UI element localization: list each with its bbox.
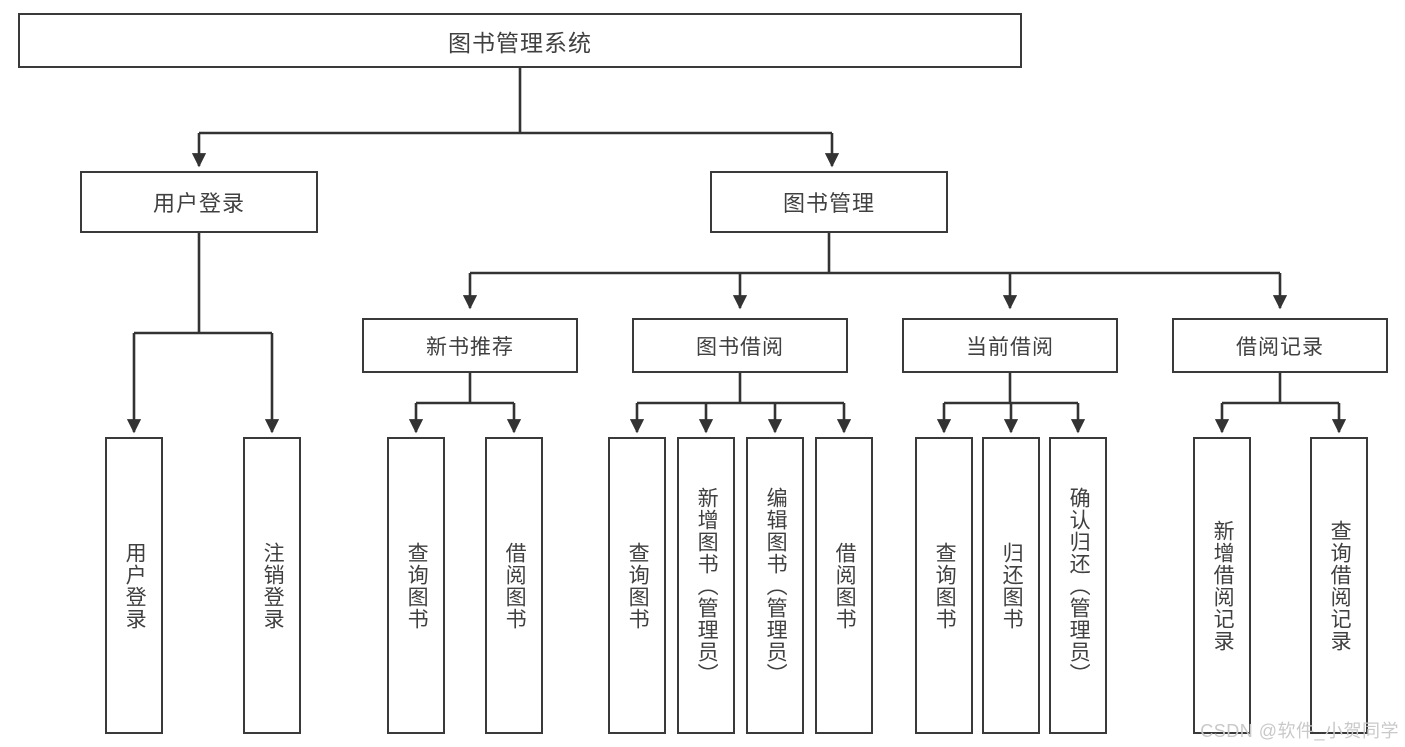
leaf-query-borrow-record[interactable]: 查询借阅记录 <box>1310 437 1368 734</box>
leaf-edit-book-admin[interactable]: 编辑图书（管理员） <box>746 437 804 734</box>
node-new-book-recommend[interactable]: 新书推荐 <box>362 318 578 373</box>
leaf-user-login[interactable]: 用户登录 <box>105 437 163 734</box>
node-label: 查询借阅记录 <box>1328 519 1352 652</box>
node-book-borrow[interactable]: 图书借阅 <box>632 318 848 373</box>
leaf-add-borrow-record[interactable]: 新增借阅记录 <box>1193 437 1251 734</box>
leaf-confirm-return-admin[interactable]: 确认归还（管理员） <box>1049 437 1107 734</box>
node-label: 图书管理 <box>782 191 875 216</box>
leaf-borrow-book-recommend[interactable]: 借阅图书 <box>485 437 543 734</box>
node-label: 图书借阅 <box>696 335 784 359</box>
leaf-add-book-admin[interactable]: 新增图书（管理员） <box>677 437 735 734</box>
node-label: 归还图书 <box>1000 541 1024 630</box>
node-label: 借阅图书 <box>503 541 527 630</box>
node-label: 新增借阅记录 <box>1211 519 1235 652</box>
node-label: 新增图书（管理员） <box>695 486 719 685</box>
node-label: 确认归还（管理员） <box>1067 486 1091 685</box>
node-label: 用户登录 <box>123 541 147 630</box>
watermark: CSDN @软件_小贺同学 <box>1200 721 1399 741</box>
leaf-logout[interactable]: 注销登录 <box>243 437 301 734</box>
leaf-borrow-book[interactable]: 借阅图书 <box>815 437 873 734</box>
node-borrow-record[interactable]: 借阅记录 <box>1172 318 1388 373</box>
node-label: 借阅图书 <box>833 541 857 630</box>
node-label: 编辑图书（管理员） <box>764 486 788 685</box>
leaf-return-book[interactable]: 归还图书 <box>982 437 1040 734</box>
node-root-system[interactable]: 图书管理系统 <box>18 13 1022 68</box>
node-label: 查询图书 <box>933 541 957 630</box>
node-user-login[interactable]: 用户登录 <box>80 171 318 233</box>
node-label: 查询图书 <box>626 541 650 630</box>
node-current-borrow[interactable]: 当前借阅 <box>902 318 1118 373</box>
node-label: 查询图书 <box>405 541 429 630</box>
node-label: 当前借阅 <box>966 335 1054 359</box>
leaf-query-book-recommend[interactable]: 查询图书 <box>387 437 445 734</box>
node-label: 借阅记录 <box>1236 335 1324 359</box>
node-label: 注销登录 <box>261 541 285 630</box>
node-label: 图书管理系统 <box>448 29 592 56</box>
node-book-management[interactable]: 图书管理 <box>710 171 948 233</box>
node-label: 新书推荐 <box>426 335 514 359</box>
node-label: 用户登录 <box>152 191 245 216</box>
leaf-query-book-current[interactable]: 查询图书 <box>915 437 973 734</box>
leaf-query-book-borrow[interactable]: 查询图书 <box>608 437 666 734</box>
